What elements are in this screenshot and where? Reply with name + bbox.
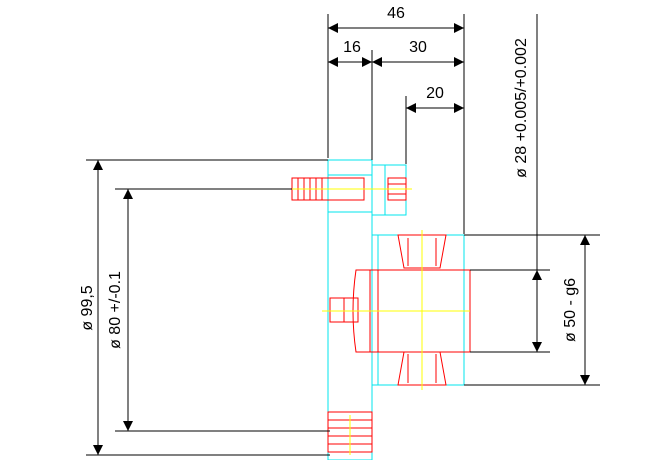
dim-label-28: ø 28 +0.005/+0.002 xyxy=(513,38,530,178)
hub xyxy=(371,164,407,216)
dim-label-46: 46 xyxy=(387,5,405,22)
dim-label-80: ø 80 +/-0.1 xyxy=(107,271,124,349)
dim-label-99-5: ø 99,5 xyxy=(79,285,96,330)
housing-body xyxy=(371,234,465,386)
part-features xyxy=(291,177,471,453)
centerlines xyxy=(284,188,470,455)
dimension-lines xyxy=(86,14,600,456)
dim-label-50: ø 50 - g6 xyxy=(562,278,579,342)
counterbore-bottom xyxy=(397,351,447,386)
part-outline xyxy=(327,159,465,460)
dim-label-20: 20 xyxy=(426,85,444,102)
dim-label-30: 30 xyxy=(409,39,427,56)
dim-label-16: 16 xyxy=(343,39,361,56)
counterbore-top xyxy=(397,234,447,269)
dimension-labels: 46 16 30 20 ø 99,5 ø 80 +/-0.1 ø 28 +0.0… xyxy=(79,5,579,349)
